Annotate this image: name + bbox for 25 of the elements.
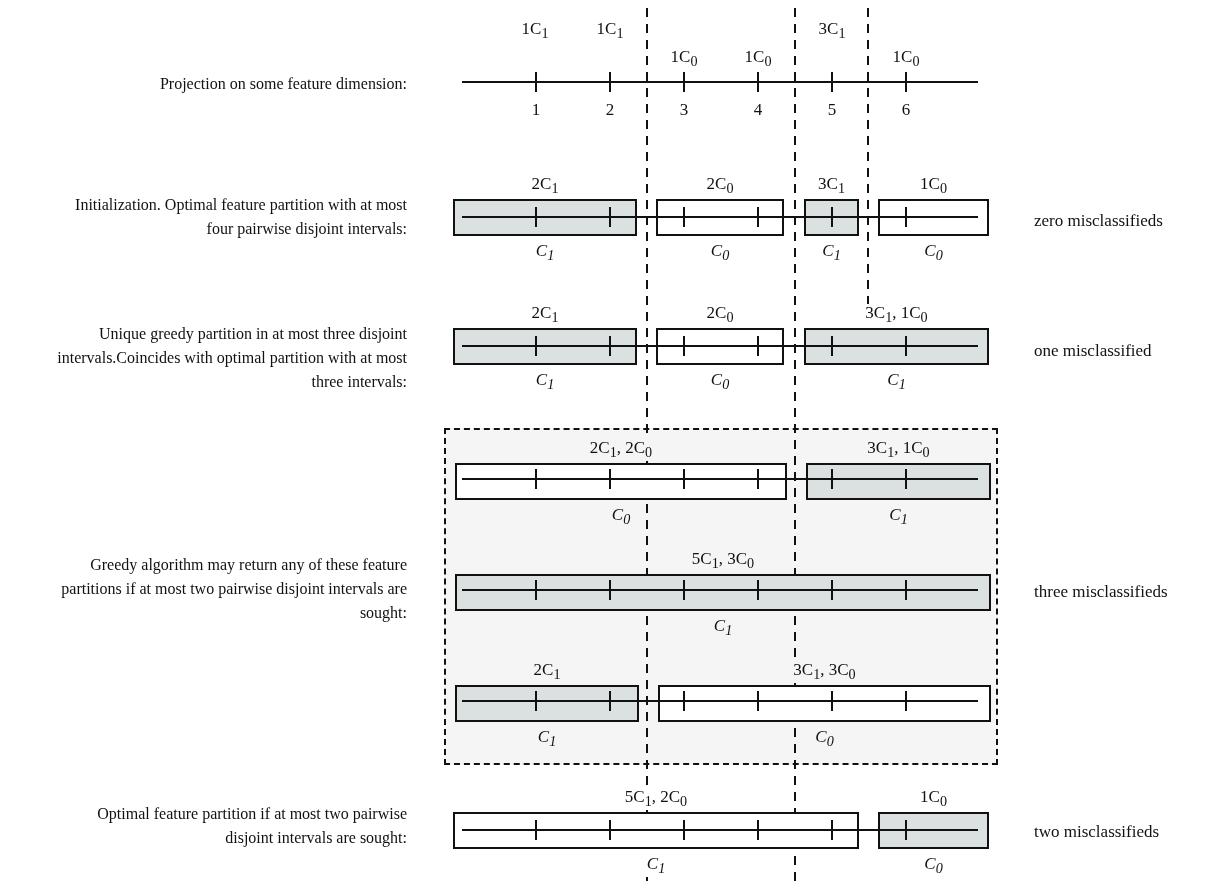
result-note: one misclassified <box>1034 341 1152 361</box>
row-description: Projection on some feature dimension: <box>158 74 407 95</box>
tick-number: 3 <box>678 101 690 119</box>
tick-number: 5 <box>826 101 838 119</box>
count-label: 3C$_{1}$, 3C$_{0}$ <box>791 661 858 684</box>
row-description: Optimal feature partition if at most two pairwise disjoint intervals are sought: <box>96 804 407 849</box>
count-label: 5C$_{1}$, 2C$_{0}$ <box>622 788 690 811</box>
row-description: Greedy algorithm may return any of these feature partitions if at most two pairwise disjoint intervals are sought: <box>60 555 407 624</box>
count-label: 2C$_{1}$, 2C$_{0}$ <box>587 439 655 462</box>
point-label: 1C$_{1}$ <box>520 20 550 43</box>
row-description: Unique greedy partition in at most three disjoint intervals.Coincides with optimal partition with at most three intervals: <box>56 324 407 392</box>
result-note: zero misclassifieds <box>1034 211 1163 231</box>
dashed-region <box>444 428 998 765</box>
point-label: 1C$_{1}$ <box>595 20 625 43</box>
point-label: 1C$_{0}$ <box>743 48 773 71</box>
row-description: Initialization. Optimal feature partition with at most four pairwise disjoint intervals: <box>74 195 407 240</box>
point-label: 1C$_{0}$ <box>669 48 699 71</box>
point-label: 1C$_{0}$ <box>891 48 921 71</box>
result-note: two misclassifieds <box>1034 822 1160 842</box>
result-note: three misclassifieds <box>1034 582 1168 602</box>
tick-number: 2 <box>604 101 616 119</box>
point-label: 3C$_{1}$ <box>817 20 847 43</box>
tick-number: 6 <box>900 101 912 119</box>
tick-number: 1 <box>530 101 542 119</box>
tick-number: 4 <box>752 101 764 119</box>
